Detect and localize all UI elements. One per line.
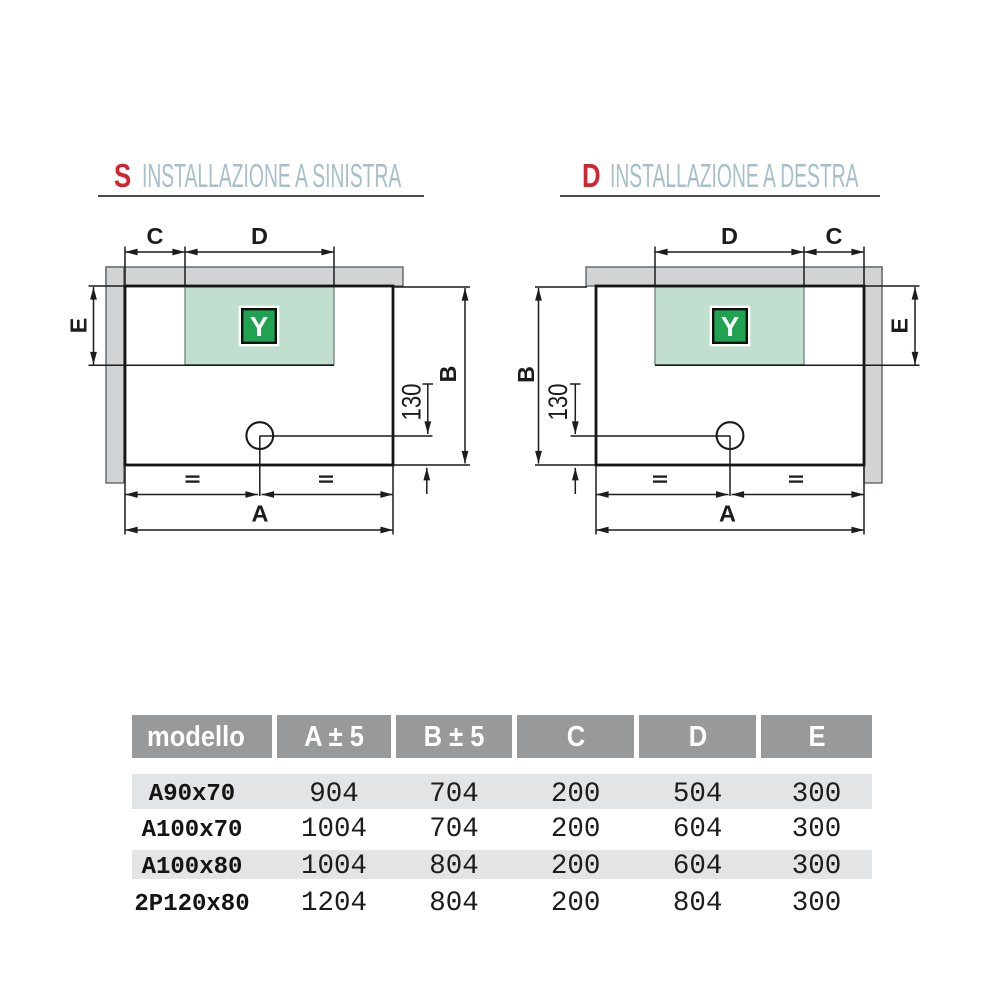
svg-text:130: 130 — [398, 384, 428, 421]
svg-text:B: B — [513, 366, 539, 383]
svg-text:E: E — [887, 318, 913, 334]
svg-text:130: 130 — [544, 384, 574, 421]
svg-text:B: B — [435, 366, 461, 383]
svg-text:A: A — [719, 501, 736, 527]
svg-text:C: C — [147, 223, 164, 249]
svg-text:D: D — [721, 223, 738, 249]
svg-text:Y: Y — [250, 311, 268, 342]
svg-text:Y: Y — [721, 311, 739, 342]
svg-text:D: D — [251, 223, 268, 249]
svg-text:A: A — [252, 501, 269, 527]
svg-text:E: E — [66, 318, 92, 334]
svg-text:C: C — [826, 223, 843, 249]
